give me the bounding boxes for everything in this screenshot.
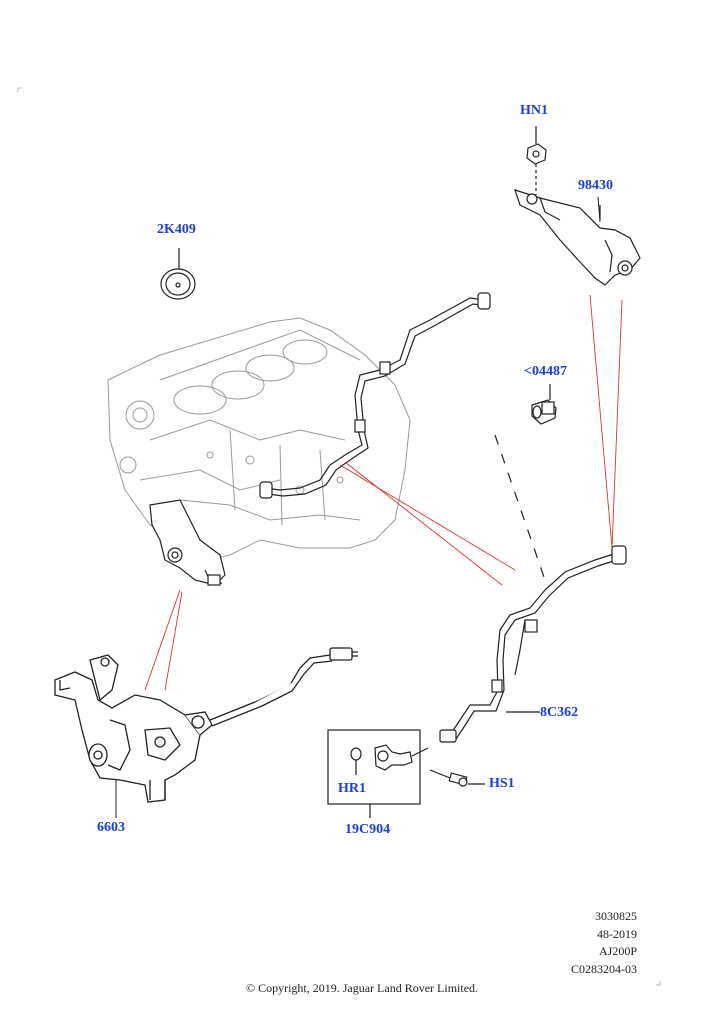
meta-line-1: 3030825	[595, 909, 637, 923]
callout-98430: 98430	[578, 178, 613, 193]
callout-19c904: 19C904	[345, 822, 391, 837]
callout-hn1: HN1	[520, 103, 548, 118]
drawing-metadata: 3030825 48-2019 AJ200P C0283204-03	[571, 908, 637, 978]
dash-leader	[494, 434, 546, 581]
callout-hr1: HR1	[338, 781, 366, 796]
kit-19c904-box	[327, 729, 421, 818]
callout-6603: 6603	[97, 820, 125, 835]
copyright-notice: © Copyright, 2019. Jaguar Land Rover Lim…	[245, 981, 479, 995]
red-leaders	[144, 294, 623, 691]
fitting-04487	[531, 384, 557, 425]
callout-leaders	[115, 196, 601, 818]
hn1-nut	[526, 126, 547, 195]
callout-hs1: HS1	[489, 776, 515, 791]
meta-line-2: 48-2019	[597, 926, 637, 941]
plug-2k409	[160, 248, 196, 300]
sensor-19c904	[350, 744, 429, 775]
meta-line-4: C0283204-03	[571, 961, 637, 976]
callout-04487: <04487	[524, 364, 567, 379]
callout-8c362: 8C362	[540, 705, 579, 720]
corner-marks	[17, 87, 661, 986]
callout-2k409: 2K409	[157, 222, 196, 237]
oil-pump-6603	[54, 647, 358, 803]
bracket-98430	[514, 189, 641, 286]
engine-oil-line	[259, 292, 491, 499]
oil-line-8c362	[439, 545, 627, 743]
mounted-oil-pump	[149, 499, 226, 586]
meta-line-3: AJ200P	[598, 944, 637, 958]
engine-block	[107, 317, 411, 561]
bolt-hs1	[429, 769, 485, 787]
